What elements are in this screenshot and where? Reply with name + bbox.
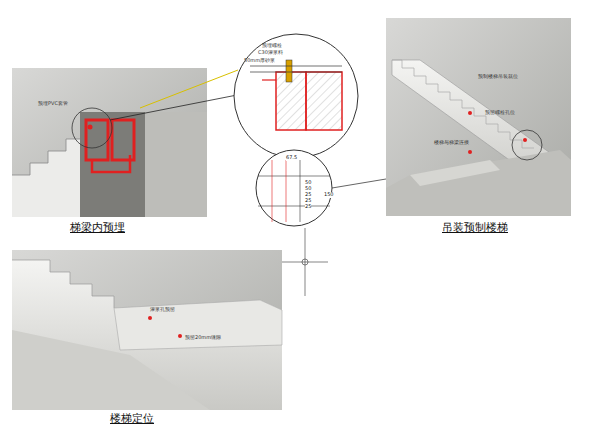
detail-note: C30灌浆料 [258,50,283,56]
caption: 楼梯定位 [110,413,154,425]
callout-label: 预留螺栓孔位 [485,110,515,116]
dimension: 67.5 [286,155,297,161]
caption: 吊装预制楼梯 [442,222,508,234]
callout-label: 预制楼梯吊装就位 [478,74,518,80]
callout-label: 预留20mm缝隙 [185,335,221,341]
caption: 梯梁内预埋 [70,222,125,234]
detail-note: 50mm厚砂浆 [244,58,275,64]
callout-label: 灌浆孔预留 [150,307,175,313]
callout-label: 楼梯与梯梁连接 [434,140,469,146]
dimension: 25 [305,198,311,204]
dimension: 25 [305,192,311,198]
callout-label: 预埋PVC套管 [38,101,68,107]
dimension: 25 [305,204,311,210]
dimension: 150 [324,192,334,198]
dimension: 50 [305,180,311,186]
detail-note: 预埋螺栓 [262,43,282,49]
dimension: 50 [305,186,311,192]
